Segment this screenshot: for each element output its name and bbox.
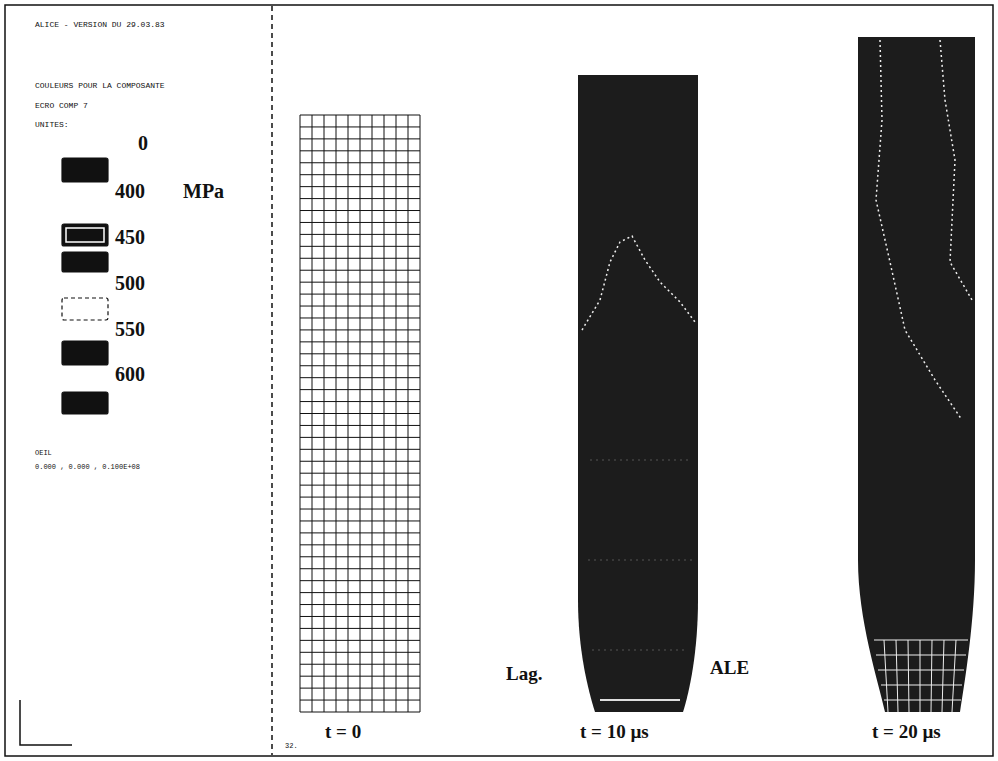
mesh-line [300, 198, 420, 199]
mesh-line [300, 509, 420, 510]
mesh-line [300, 294, 420, 295]
legend-value: 450 [115, 226, 145, 248]
mesh-line [300, 413, 420, 414]
legend-swatch [62, 252, 108, 272]
mesh-line [300, 401, 420, 402]
legend-value: 400 [115, 180, 145, 202]
plot-header-text: 0.000 , 0.000 , 0.100E+08 [35, 464, 140, 472]
mesh-line [300, 317, 420, 318]
plot-header-text: ECRO COMP 7 [35, 102, 88, 111]
legend-swatch [62, 298, 108, 320]
mesh-line [300, 640, 420, 641]
divider [271, 6, 273, 755]
mesh-line [300, 520, 420, 521]
mesh-line [300, 246, 420, 247]
plot-header-text: ALICE - VERSION DU 29.03.83 [35, 21, 165, 30]
mesh-line [300, 664, 420, 665]
mesh-line [300, 210, 420, 211]
swatch-outline [66, 228, 104, 242]
mesh-line [300, 138, 420, 139]
mesh-line [300, 258, 420, 259]
legend-swatch [62, 158, 108, 182]
stress-contour [876, 40, 962, 420]
figure-label: t = 10 µs [580, 722, 649, 743]
projectile-20us [858, 37, 975, 712]
plot-header-text: OEIL [35, 450, 52, 458]
mesh-line [300, 234, 420, 235]
mesh-line [300, 126, 420, 127]
mesh-line [300, 532, 420, 533]
mesh-line [300, 544, 420, 545]
plot-header-text: UNITES: [35, 121, 69, 130]
mesh-line [300, 425, 420, 426]
projectile-10us [578, 75, 698, 712]
mesh-line [300, 568, 420, 569]
mesh-line [300, 688, 420, 689]
stress-contour [940, 40, 972, 300]
stress-contour [582, 236, 695, 330]
mesh-line [300, 222, 420, 223]
mesh-line [300, 580, 420, 581]
mesh-line [300, 556, 420, 557]
plot-header-text: COULEURS POUR LA COMPOSANTE [35, 82, 165, 91]
figure-label: MPa [183, 180, 224, 202]
mesh-line [300, 616, 420, 617]
mesh-line [300, 341, 420, 342]
legend-swatch [62, 224, 108, 246]
mesh-line [300, 270, 420, 271]
ale-mesh [600, 699, 680, 701]
initial-mesh [300, 115, 420, 712]
mesh-line [300, 485, 420, 486]
legend-swatch [62, 392, 108, 414]
mesh-line [300, 449, 420, 450]
mesh-line [300, 306, 420, 307]
figure-label: ALE [710, 658, 749, 679]
mesh-line [300, 604, 420, 605]
mesh-line [300, 174, 420, 175]
mesh-line [300, 592, 420, 593]
legend-value: 500 [115, 272, 145, 294]
mesh-line [300, 700, 420, 701]
frame [5, 5, 993, 756]
figure-label: Lag. [506, 664, 542, 685]
legend-value: 0 [138, 132, 148, 154]
legend-swatch [62, 341, 108, 365]
mesh-line [300, 150, 420, 151]
mesh-line [300, 162, 420, 163]
legend-value: 550 [115, 318, 145, 340]
mesh-line [300, 676, 420, 677]
mesh-line [300, 389, 420, 390]
mesh-line [300, 377, 420, 378]
mesh-line [300, 365, 420, 366]
stress-contour [588, 460, 692, 650]
mesh-line [300, 628, 420, 629]
mesh-line [300, 712, 420, 713]
mesh-line [300, 186, 420, 187]
plot-header-text: 32. [285, 743, 298, 751]
mesh-line [300, 329, 420, 330]
legend-value: 600 [115, 363, 145, 385]
ale-mesh [874, 640, 968, 712]
mesh-line [300, 353, 420, 354]
mesh-line [300, 115, 420, 116]
mesh-line [300, 282, 420, 283]
figure-label: t = 0 [325, 722, 361, 743]
mesh-line [300, 461, 420, 462]
mesh-line [300, 497, 420, 498]
mesh-line [300, 437, 420, 438]
mesh-line [300, 473, 420, 474]
axis-glyph [20, 700, 72, 745]
figure-label: t = 20 µs [872, 722, 941, 743]
mesh-line [300, 652, 420, 653]
